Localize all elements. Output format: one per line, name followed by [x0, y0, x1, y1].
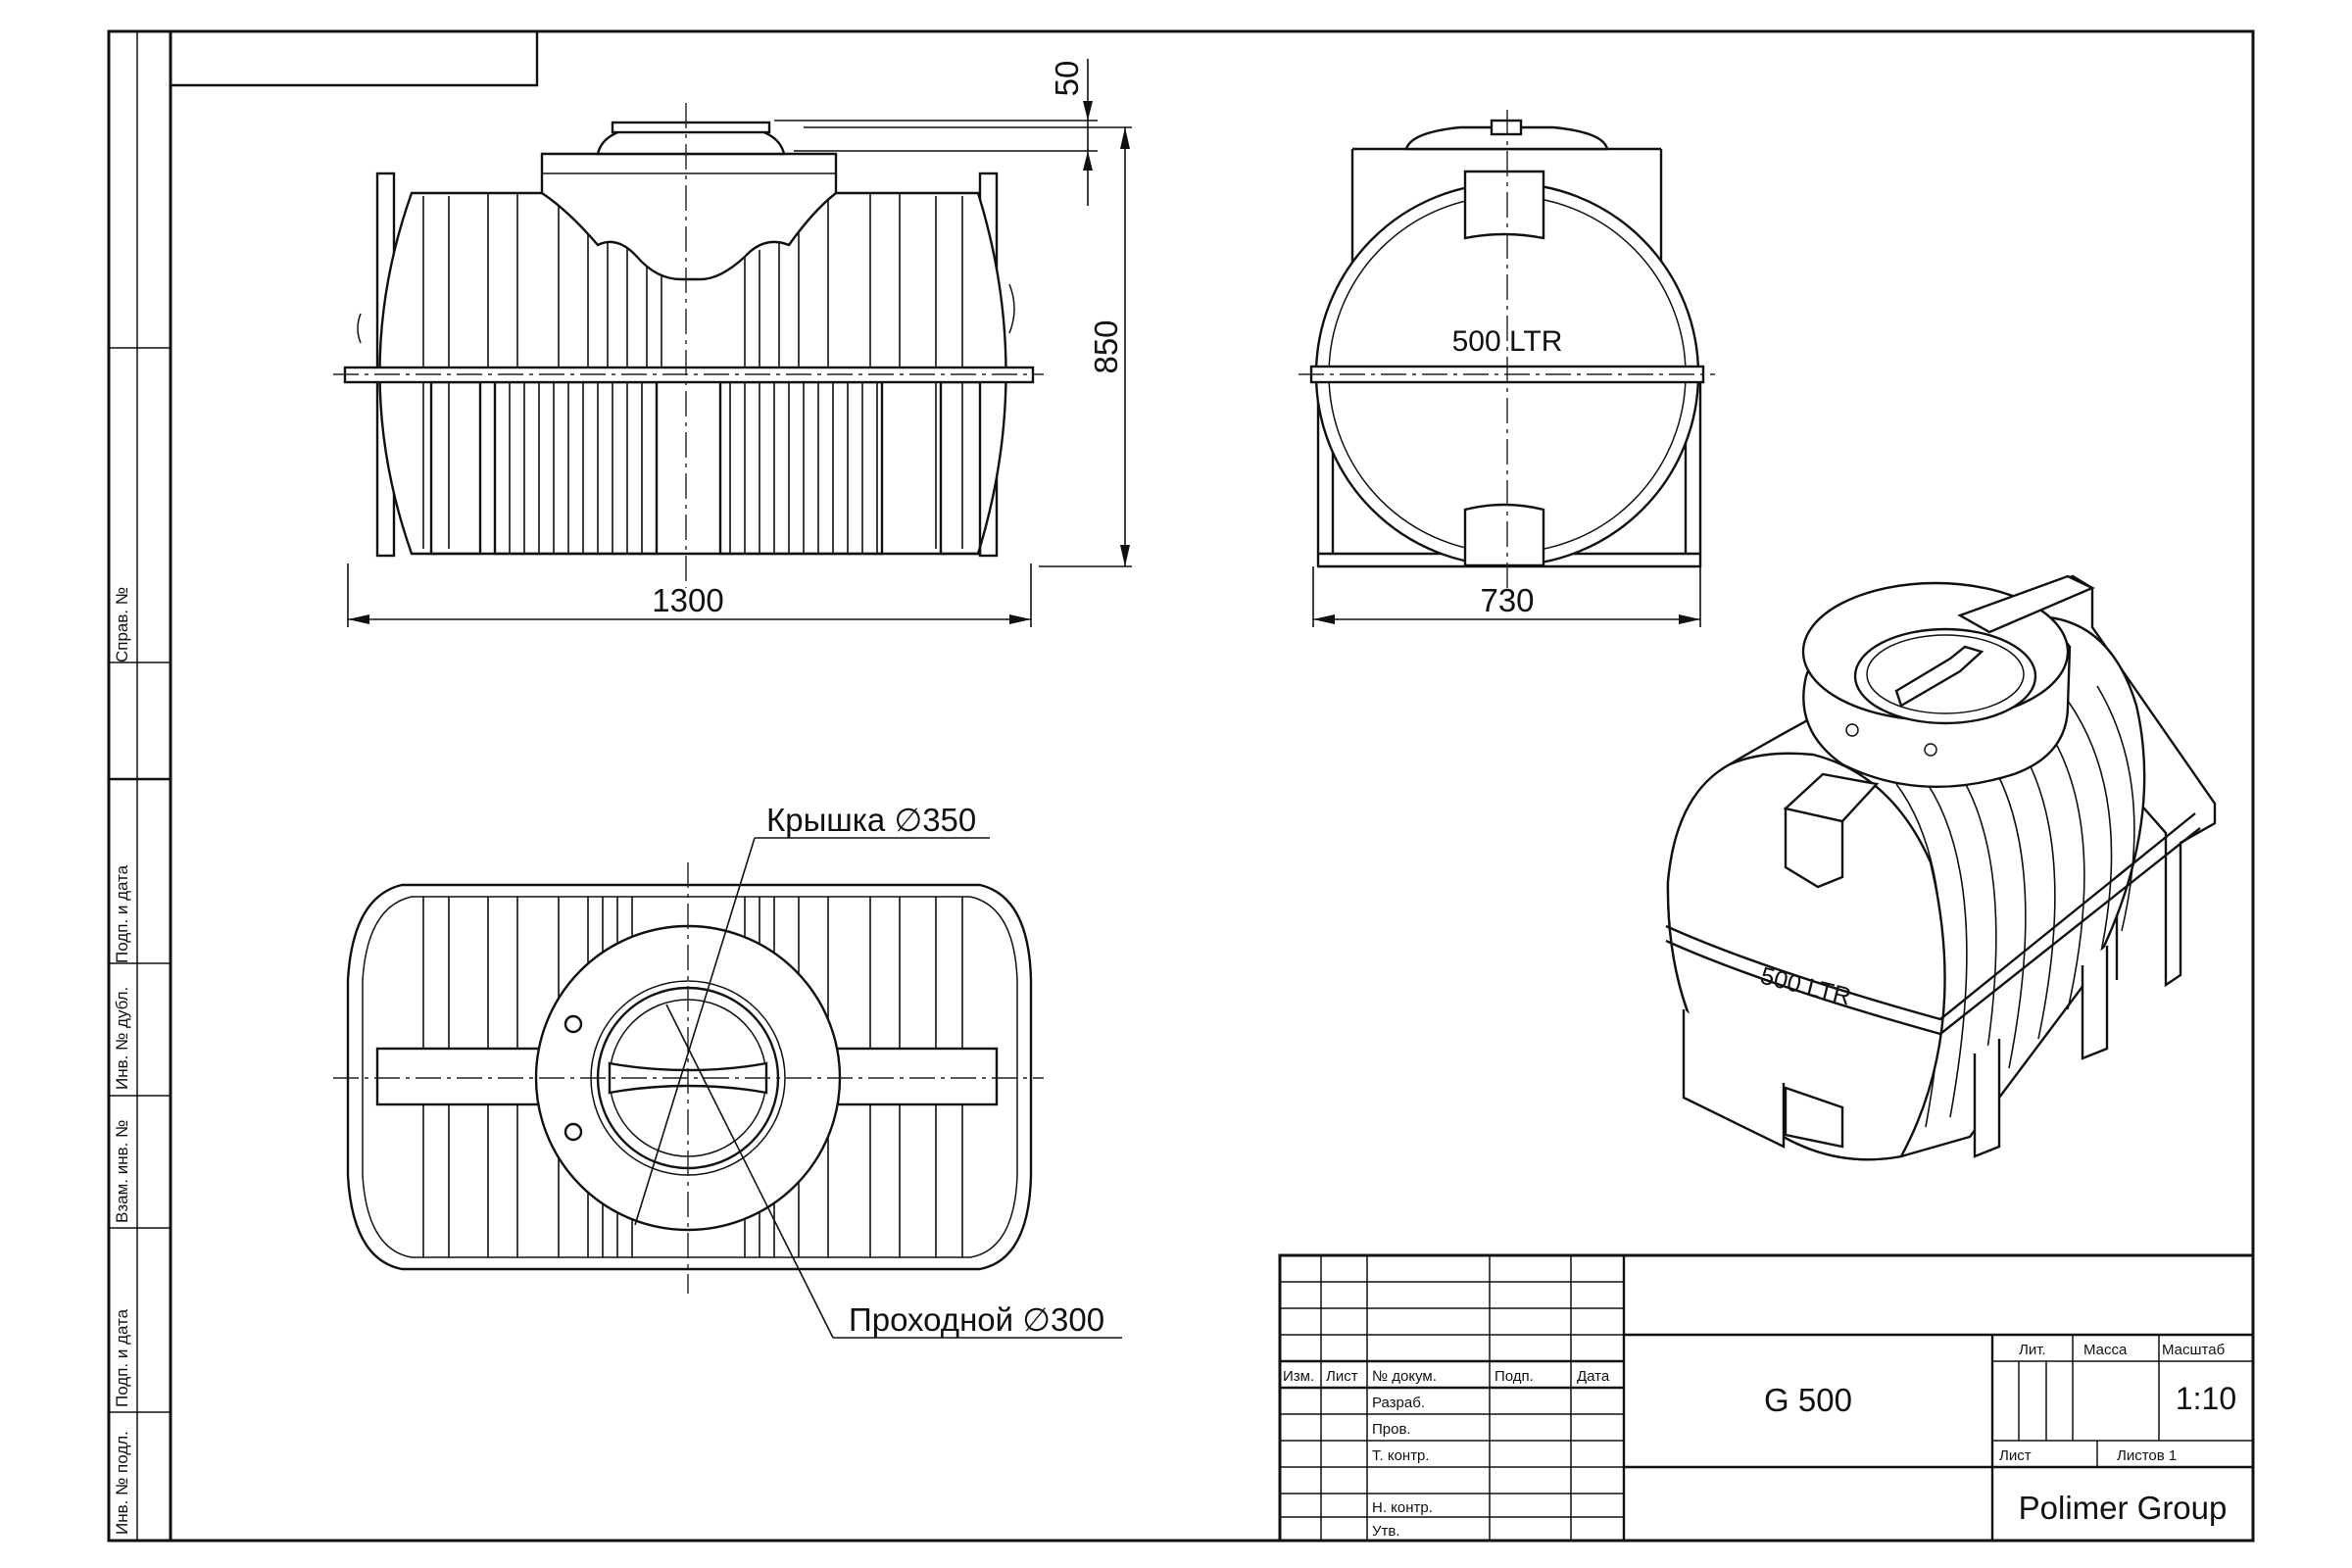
col-podp: Подп. — [1494, 1368, 1534, 1385]
sheets-label: Листов 1 — [2117, 1447, 2177, 1464]
stamp-inv-dubl: Инв. № дубл. — [113, 987, 131, 1090]
stamp-vzam-inv: Взам. инв. № — [113, 1120, 131, 1223]
stamp-sprav: Справ. № — [113, 587, 131, 662]
company-name: Polimer Group — [2019, 1490, 2228, 1526]
drawing-designation: G 500 — [1764, 1382, 1852, 1418]
row-utv: Утв. — [1372, 1523, 1400, 1540]
scale-label: Масштаб — [2162, 1342, 2225, 1358]
dim-height-850: 850 — [1088, 319, 1124, 373]
col-list: Лист — [1326, 1368, 1358, 1385]
mass-label: Масса — [2083, 1342, 2128, 1358]
scale-value: 1:10 — [2176, 1381, 2236, 1416]
col-doc: № докум. — [1372, 1368, 1437, 1385]
lid-diameter-label: Крышка ∅350 — [766, 802, 976, 838]
col-data: Дата — [1577, 1368, 1610, 1385]
sheet-label: Лист — [1999, 1447, 2032, 1464]
stamp-podp-data-1: Подп. и дата — [113, 864, 131, 963]
row-tkontr: Т. контр. — [1372, 1447, 1430, 1464]
stamp-podp-data-2: Подп. и дата — [113, 1308, 131, 1407]
row-prov: Пров. — [1372, 1421, 1411, 1438]
drawing-frame — [107, 29, 2255, 1543]
row-razrab: Разраб. — [1372, 1395, 1425, 1411]
plan-view — [333, 837, 1122, 1339]
dim-width-730: 730 — [1480, 582, 1534, 618]
dim-lid-50: 50 — [1049, 61, 1085, 97]
end-view-dimensions: 730 — [1312, 566, 1701, 627]
col-izm: Изм. — [1283, 1368, 1314, 1385]
end-view: 500 LTR — [1298, 110, 1715, 588]
dim-length-1300: 1300 — [652, 582, 723, 618]
isometric-view: 500 LTR — [1665, 574, 2217, 1161]
row-nkontr: Н. контр. — [1372, 1499, 1433, 1516]
manhole-diameter-label: Проходной ∅300 — [849, 1301, 1104, 1338]
side-stamp: Справ. № Подп. и дата Инв. № дубл. Взам.… — [113, 587, 131, 1535]
title-block-texts: Изм. Лист № докум. Подп. Дата Разраб. Пр… — [1283, 1342, 2225, 1540]
title-block — [1278, 1253, 2255, 1543]
side-view-dimensions: 1300 850 50 — [347, 59, 1132, 627]
side-view — [333, 103, 1044, 588]
stamp-inv-podl: Инв. № подл. — [113, 1431, 131, 1535]
lit-label: Лит. — [2019, 1342, 2046, 1358]
